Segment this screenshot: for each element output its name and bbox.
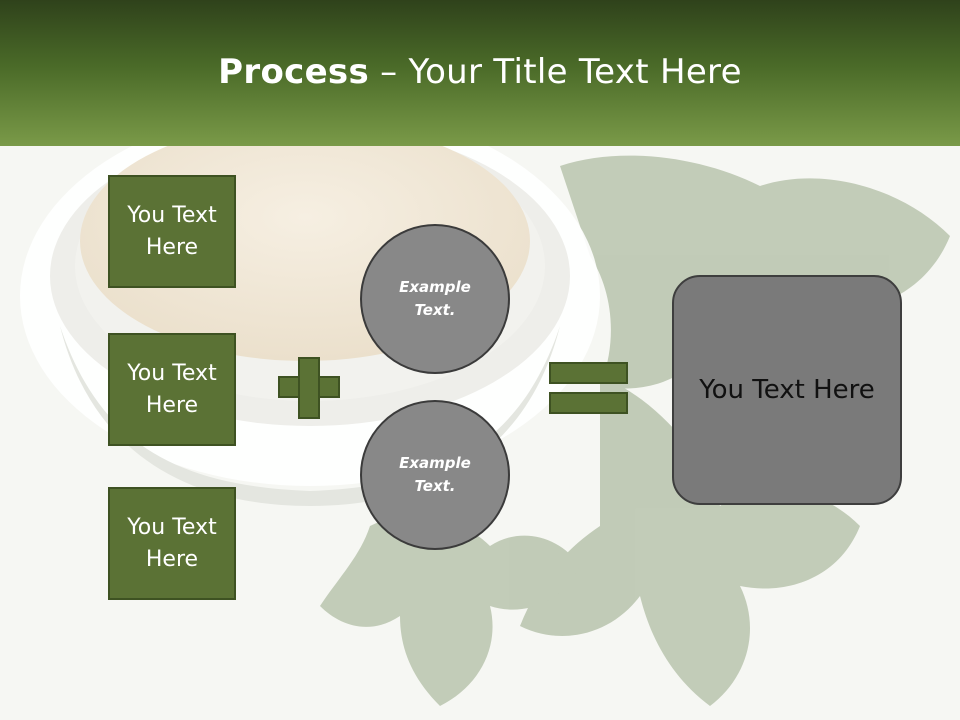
- header-banner: [0, 0, 960, 146]
- title-bold: Process: [218, 52, 370, 92]
- slide-title: Process – Your Title Text Here: [0, 52, 960, 92]
- text-box-2-line1: You Text: [127, 360, 217, 386]
- example-circle-2-line1: Example: [399, 454, 471, 472]
- result-label: You Text Here: [699, 375, 875, 405]
- text-box-3-line2: Here: [145, 546, 199, 572]
- text-box-1-line1: You Text: [127, 202, 217, 228]
- title-rest: Your Title Text Here: [408, 52, 742, 92]
- text-box-1-line2: Here: [145, 234, 199, 260]
- example-circle-1-line2: Text.: [414, 301, 456, 319]
- example-circle-1-line1: Example: [399, 278, 471, 296]
- result-box: You Text Here: [672, 275, 902, 505]
- example-circle-2-line2: Text.: [414, 477, 456, 495]
- title-dash: –: [369, 52, 409, 92]
- text-box-2-line2: Here: [145, 392, 199, 418]
- text-box-3-line1: You Text: [127, 514, 217, 540]
